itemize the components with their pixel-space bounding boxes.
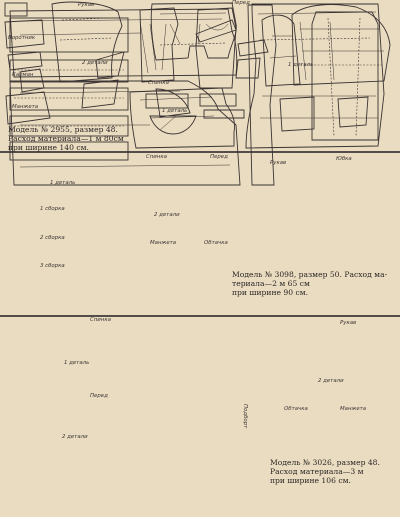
caption-line: Модель № 3026, размер 48. — [270, 458, 380, 467]
label-one-piece-3: 1 деталь — [64, 360, 90, 366]
label-sleeve-2: Рукав — [270, 160, 287, 166]
pattern-drawing-model-3098 — [9, 7, 379, 161]
label-collar-1: Воротник — [8, 35, 36, 41]
label-facing-3: Обтачка — [284, 406, 308, 412]
label-facing-strip-3: Подборт — [242, 404, 248, 429]
label-sleeve-3: Рукав — [340, 320, 357, 326]
label-sleeve-1: Рукав — [78, 2, 95, 8]
label-back-1: Спинка — [148, 80, 169, 86]
label-gather-2: 2 сборка — [40, 235, 65, 241]
section-divider-bottom — [0, 315, 400, 317]
label-skirt-2: Юбка — [336, 156, 352, 162]
caption-line: при ширине 90 см. — [232, 288, 309, 298]
caption-line: Расход материала—3 м — [270, 467, 364, 477]
label-two-pieces-2: 2 детали — [154, 212, 180, 218]
caption-model-2955: Модель № 2955, размер 48. Расход материа… — [8, 125, 124, 153]
caption-line: при ширине 106 см. — [270, 476, 351, 486]
label-facing-2: Обтачка — [204, 240, 228, 246]
label-two-pieces-1: 2 детали — [82, 60, 108, 66]
caption-line: Модель № 2955, размер 48. — [8, 125, 118, 134]
label-two-pieces-3: 2 детали — [62, 434, 88, 440]
caption-model-3026: Модель № 3026, размер 48. Расход материа… — [270, 458, 380, 486]
label-front-3: Перед — [90, 393, 108, 399]
label-back-2: Спинка — [146, 154, 167, 160]
caption-line: Модель № 3098, размер 50. Расход ма- — [232, 270, 388, 279]
label-one-piece-1: 1 деталь — [162, 108, 188, 114]
pattern-drawing-model-3026 — [9, 4, 391, 186]
caption-model-3098: Модель № 3098, размер 50. Расход ма- тер… — [232, 270, 387, 298]
label-gather-3: 3 сборка — [40, 263, 65, 269]
caption-line: териала—2 м 65 см — [232, 279, 310, 289]
label-one-piece-2: 1 деталь — [50, 180, 76, 186]
label-gather-1: 1 сборка — [40, 206, 65, 212]
label-front-2: Перед — [210, 154, 228, 160]
label-back-3: Спинка — [90, 317, 111, 323]
section-divider-top — [0, 151, 400, 153]
label-front-1: Перед — [232, 0, 250, 6]
label-cuff-3: Манжета — [340, 406, 367, 412]
label-pocket-1: Карман — [12, 72, 34, 78]
label-two-pieces-3b: 2 детали — [318, 378, 344, 384]
caption-line: Расход материала—1 м 80см — [8, 134, 124, 144]
label-cuff-1: Манжета — [12, 104, 39, 110]
caption-line: при ширине 140 см. — [8, 143, 89, 153]
label-cuff-2: Манжета — [150, 240, 177, 246]
